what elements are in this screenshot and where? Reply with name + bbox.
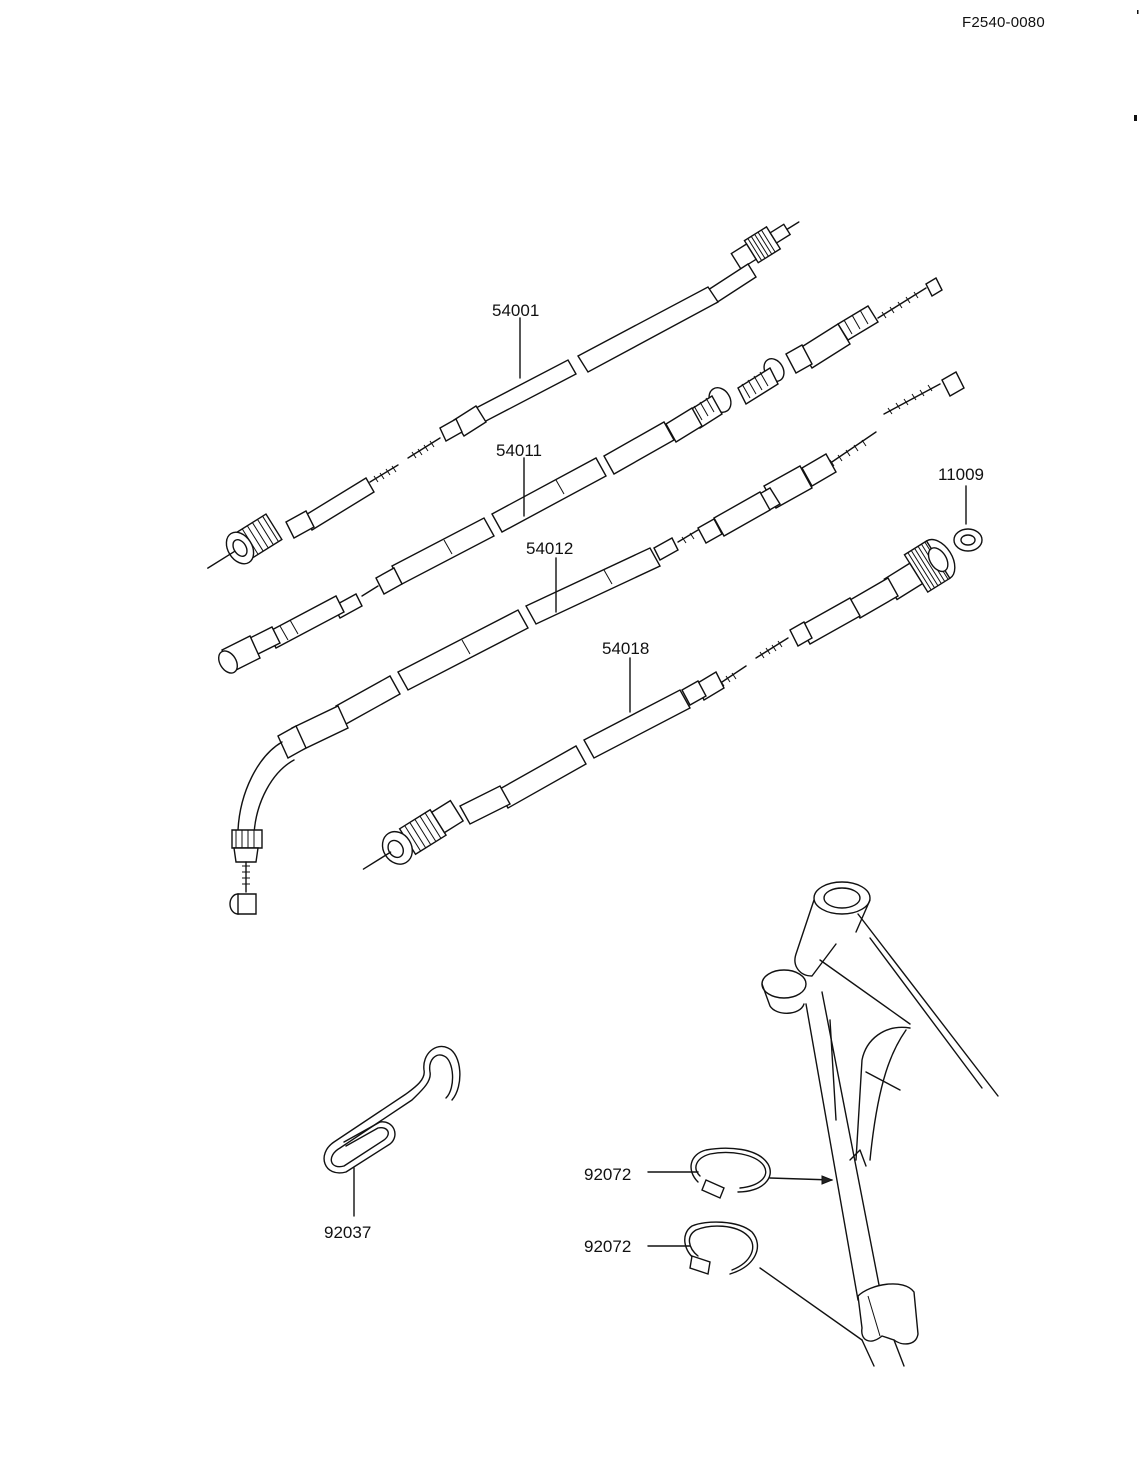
cable-54011	[218, 277, 943, 674]
cable-54001	[207, 221, 800, 569]
cable-54018	[362, 538, 956, 870]
part-labels: 54001 54011 54012 54018 11009 92037 9207…	[324, 301, 984, 1256]
part-label-54011: 54011	[496, 441, 542, 460]
washer-11009	[953, 485, 983, 552]
part-label-92072-upper: 92072	[584, 1165, 631, 1184]
motorcycle-frame	[761, 881, 999, 1367]
part-label-54012: 54012	[526, 539, 573, 558]
part-label-92072-lower: 92072	[584, 1237, 631, 1256]
part-label-11009: 11009	[938, 465, 984, 484]
part-label-54001: 54001	[492, 301, 539, 320]
clamp-92072-upper	[647, 1147, 834, 1199]
cable-54012	[229, 371, 965, 915]
clamp-92072-lower	[647, 1221, 863, 1341]
part-label-54018: 54018	[602, 639, 649, 658]
page-code: F2540-0080	[962, 14, 1045, 31]
holder-92037	[323, 1045, 461, 1217]
part-label-92037: 92037	[324, 1223, 371, 1242]
